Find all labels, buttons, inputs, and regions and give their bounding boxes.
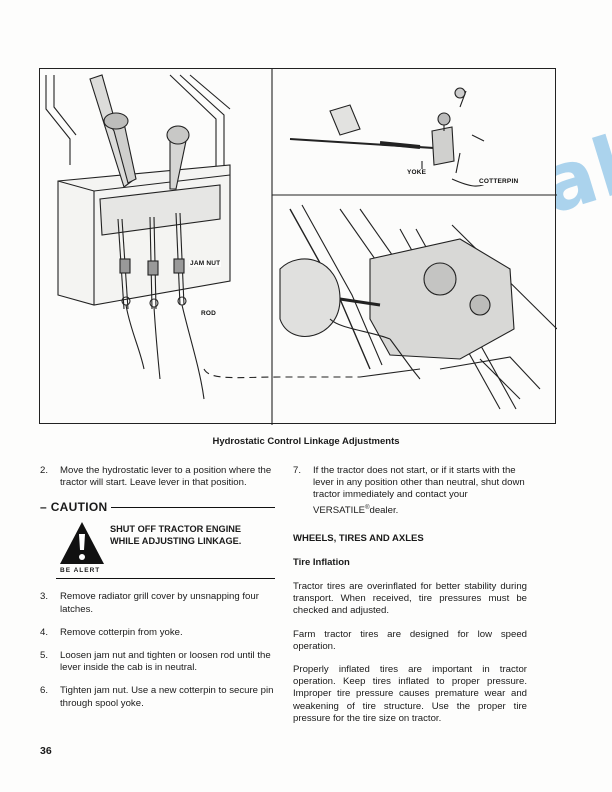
page-number: 36 xyxy=(40,745,52,757)
rod-callout: ROD xyxy=(200,310,218,317)
step-text: Move the hydrostatic lever to a position… xyxy=(60,465,272,489)
paragraph: Farm tractor tires are designed for low … xyxy=(293,628,527,652)
right-column: 7. If the tractor does not start, or if … xyxy=(293,465,527,736)
caution-rule xyxy=(111,506,275,508)
paragraph: Tractor tires are overinflated for bette… xyxy=(293,581,527,617)
step-5: 5. Loosen jam nut and tighten or loosen … xyxy=(40,650,275,674)
be-alert-label: BE ALERT xyxy=(60,567,101,575)
step-number: 5. xyxy=(40,650,49,662)
figure-caption: Hydrostatic Control Linkage Adjustments xyxy=(212,436,400,447)
step-text-end: dealer. xyxy=(369,504,399,516)
warning-triangle-icon xyxy=(60,522,104,565)
step-6: 6. Tighten jam nut. Use a new cotterpin … xyxy=(40,685,275,709)
step-7: 7. If the tractor does not start, or if … xyxy=(293,465,527,517)
step-number: 4. xyxy=(40,626,49,638)
step-text: Remove radiator grill cover by unsnappin… xyxy=(60,591,259,615)
left-column: 2. Move the hydrostatic lever to a posit… xyxy=(40,465,275,721)
step-text: If the tractor does not start, or if it … xyxy=(313,465,525,516)
caution-dash: – xyxy=(40,500,47,515)
linkage-drawing xyxy=(45,69,557,425)
step-text: Tighten jam nut. Use a new cotterpin to … xyxy=(60,685,274,709)
caution-bottom-rule xyxy=(56,578,275,580)
subsection-heading: Tire Inflation xyxy=(293,557,350,568)
step-number: 6. xyxy=(40,685,49,697)
step-number: 2. xyxy=(40,465,49,476)
step-2: 2. Move the hydrostatic lever to a posit… xyxy=(40,465,275,489)
step-3: 3. Remove radiator grill cover by unsnap… xyxy=(40,591,275,615)
cotterpin-callout: COTTERPIN xyxy=(478,178,520,185)
section-heading: WHEELS, TIRES AND AXLES xyxy=(293,533,424,544)
paragraph: Properly inflated tires are important in… xyxy=(293,664,527,724)
caution-title: CAUTION xyxy=(50,500,108,515)
yoke-callout: YOKE xyxy=(406,169,428,176)
step-text: Loosen jam nut and tighten or loosen rod… xyxy=(60,650,271,674)
step-number: 7. xyxy=(293,465,302,476)
step-text: Remove cotterpin from yoke. xyxy=(60,626,183,638)
registered-mark: ® xyxy=(365,504,370,511)
linkage-illustration: JAM NUT ROD YOKE COTTERPIN xyxy=(39,68,557,425)
step-4: 4. Remove cotterpin from yoke. xyxy=(40,627,275,639)
jam-nut-callout: JAM NUT xyxy=(189,260,222,267)
caution-header: – CAUTION xyxy=(40,500,275,514)
caution-message: SHUT OFF TRACTOR ENGINE WHILE ADJUSTING … xyxy=(110,524,242,547)
caution-box: BE ALERT SHUT OFF TRACTOR ENGINE WHILE A… xyxy=(40,520,275,578)
step-number: 3. xyxy=(40,591,49,603)
